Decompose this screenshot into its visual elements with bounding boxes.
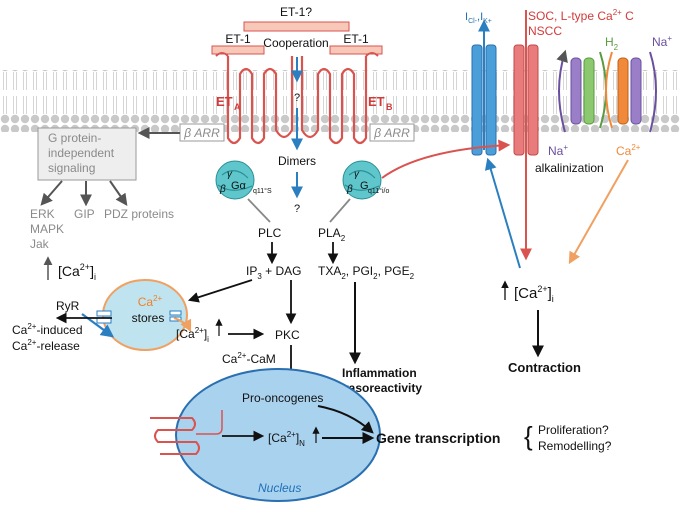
ca-bottom-label: Ca2+ (616, 143, 641, 158)
icl-ik-channel (471, 44, 497, 156)
gpi-line2: independent (48, 146, 115, 160)
et1-ligand-top: ET-1? (243, 5, 350, 32)
question-1: ? (294, 92, 300, 104)
ca-stores-label: stores (132, 311, 165, 325)
ca-cam-label: Ca2+-CaM (222, 351, 276, 366)
na-top-label: Na+ (652, 34, 672, 49)
cooperation-label: Cooperation (263, 36, 328, 50)
exchanger-to-ca-arrow (568, 159, 629, 265)
na-bottom-label: Na+ (548, 143, 568, 158)
mapk-label: MAPK (30, 222, 64, 236)
gpi-to-erk-arrow (40, 180, 63, 206)
erk-label: ERK (30, 207, 55, 221)
proliferation-label: Proliferation? (538, 423, 609, 437)
barr-right-label: β ARR (373, 126, 410, 140)
alkalinization-label: alkalinization (535, 161, 604, 175)
nucleus (175, 368, 381, 502)
g-left-gamma: γ (227, 169, 233, 180)
plc-label: PLC (258, 226, 282, 240)
inflammation-label: Inflammation (342, 366, 417, 380)
ca-to-icl-arrow (484, 157, 521, 269)
ca-n-label: [Ca2+]N (268, 430, 305, 448)
ca-stores-ca-label: Ca2+ (138, 294, 163, 309)
pla2-label: PLA2 (318, 226, 346, 243)
nca-exchanger (617, 57, 642, 125)
et1-left-label: ET-1 (225, 32, 251, 46)
cicr-line1: Ca2+-induced (12, 322, 83, 337)
remodelling-label: Remodelling? (538, 439, 612, 453)
gprotein-independent-box (37, 127, 137, 181)
cicr-line2: Ca2+-release (12, 338, 80, 353)
prostanoids-label: TXA2, PGI2, PGE2 (318, 264, 415, 281)
question-2: ? (294, 203, 300, 215)
cell-membrane (0, 70, 680, 132)
g-right-gamma: γ (354, 169, 360, 180)
brace-glyph: { (524, 421, 533, 451)
contraction-label: Contraction (508, 360, 581, 375)
ca-i-right-label: [Ca2+]i (514, 284, 554, 304)
gene-transcription-label: Gene transcription (376, 430, 500, 446)
ca-i-left-label: [Ca2+]i (58, 262, 96, 282)
vasoreactivity-label: vasoreactivity (342, 381, 422, 395)
g-right-g: G (360, 180, 369, 192)
g-left-sub: q11°S (253, 187, 272, 195)
oncogenes-to-gene-arrow (317, 405, 374, 434)
nh-exchanger (570, 57, 595, 125)
g-to-plc-line (247, 198, 271, 223)
etb-label: ET (368, 94, 385, 109)
etb-receptor (300, 56, 368, 145)
jak-label: Jak (30, 237, 50, 251)
gip-label: GIP (74, 207, 95, 221)
soc-label-line2: NSCC (528, 24, 562, 38)
g-protein-right: γ β G q11°i/o (342, 160, 389, 200)
na-in-arrow (556, 49, 568, 133)
g-right-beta: β (346, 184, 353, 195)
nucleus-label: Nucleus (258, 481, 301, 495)
et1-ligand-left: ET-1 (211, 32, 265, 55)
pro-oncogenes-label: Pro-oncogenes (242, 391, 323, 405)
eta-sub-label: A (234, 102, 241, 112)
et1-ligand-right: ET-1 (329, 32, 383, 55)
barr-left-label: β ARR (183, 126, 220, 140)
soc-channel (513, 44, 539, 156)
pkc-label: PKC (275, 328, 300, 342)
gpi-line1: G protein- (48, 131, 101, 145)
gpi-to-pdz-arrow (109, 180, 128, 206)
g-protein-left: γ β Gα q11°S (215, 160, 272, 200)
ryr-label: RyR (56, 299, 80, 313)
gpi-line3: signaling (48, 161, 95, 175)
nuclear-receptor (150, 417, 200, 455)
ca-i-mid-label: [Ca2+]i (176, 326, 209, 344)
eta-receptor (226, 56, 294, 145)
h2-label: H2 (605, 35, 619, 52)
g-right-sub: q11°i/o (368, 187, 389, 195)
ip3-to-stores-arrow (187, 279, 253, 303)
g-to-pla2-line (329, 198, 351, 223)
nuclear-receptor-tail (196, 410, 223, 435)
ip3-dag-label: IP3 + DAG (246, 264, 301, 281)
dimers-label: Dimers (278, 154, 316, 168)
icl-ik-label: ICl-,IK+ (465, 11, 492, 25)
et1-top-label: ET-1? (280, 5, 312, 19)
store-release-arrow (173, 317, 192, 333)
ca-out-arrow (605, 51, 613, 129)
etb-sub-label: B (386, 102, 393, 112)
soc-label-line1: SOC, L-type Ca2+ C (528, 8, 634, 23)
et1-right-label: ET-1 (343, 32, 369, 46)
g-left-beta: β (219, 184, 226, 195)
barr-right-box (369, 123, 415, 142)
g-left-alpha: Gα (231, 180, 247, 192)
g-to-channel-arrow (381, 139, 511, 179)
eta-label: ET (216, 94, 233, 109)
pdz-label: PDZ proteins (104, 207, 174, 221)
na-in-arrow-2 (649, 51, 657, 133)
